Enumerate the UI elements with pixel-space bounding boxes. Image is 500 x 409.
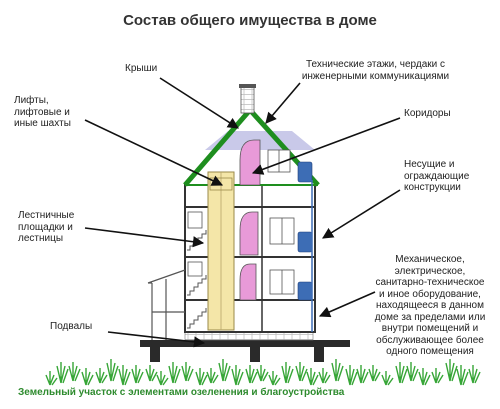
grass-tuft: [295, 362, 308, 382]
grass-tuft: [231, 365, 244, 386]
label-roof: Крыши: [125, 63, 158, 74]
grass-tuft: [45, 371, 58, 386]
grass-tuft: [306, 368, 319, 386]
windows: [187, 149, 295, 295]
grass-tuft: [268, 371, 281, 386]
doors: [239, 139, 261, 301]
porch: [147, 269, 186, 340]
grass-tuft: [245, 365, 258, 384]
grass-tuft: [445, 359, 458, 382]
grass-tuft: [81, 368, 94, 386]
grass-tuft: [95, 368, 108, 384]
grass-landscaping: [45, 359, 481, 386]
callout-arrows: [84, 77, 401, 348]
grass-tuft: [131, 365, 144, 384]
grass-tuft: [206, 368, 219, 384]
grass-tuft: [406, 362, 419, 382]
label-lifts: Лифты, лифтовые и иные шахты: [14, 95, 71, 129]
grass-tuft: [168, 362, 181, 384]
grass-tuft: [118, 365, 131, 386]
diagram-title: Состав общего имущества в доме: [123, 12, 377, 29]
chimney: [239, 84, 256, 114]
grass-tuft: [195, 368, 208, 386]
grass-tuft: [331, 359, 344, 382]
grass-tuft: [68, 362, 81, 382]
grass-tuft: [381, 371, 394, 386]
grass-tuft: [356, 365, 369, 384]
lift-shaft: [207, 171, 235, 331]
grass-tuft: [395, 362, 408, 384]
grass-tuft: [281, 362, 294, 384]
grass-tuft: [156, 371, 169, 386]
label-corridors: Коридоры: [404, 108, 451, 119]
grass-tuft: [56, 362, 69, 384]
footer-land-plot: Земельный участок с элементами озеленени…: [18, 387, 345, 398]
label-tech-floors: Технические этажи, чердаки с инженерными…: [301, 59, 450, 82]
grass-tuft: [181, 362, 194, 382]
label-equipment: Механическое, электрическое, санитарно-т…: [374, 254, 486, 357]
label-basements: Подвалы: [50, 321, 93, 332]
building-walls: [184, 184, 316, 333]
grass-tuft: [256, 365, 269, 382]
label-stairs: Лестничные площадки и лестницы: [18, 210, 75, 244]
grass-tuft: [431, 368, 444, 384]
grass-tuft: [368, 365, 381, 382]
grass-tuft: [468, 365, 481, 384]
grass-tuft: [218, 359, 231, 382]
grass-tuft: [418, 368, 431, 386]
grass-tuft: [145, 365, 158, 382]
foundation: [140, 331, 350, 362]
label-bearing-structures: Несущие и ограждающие конструкции: [404, 159, 470, 193]
grass-tuft: [106, 359, 119, 382]
grass-tuft: [318, 368, 331, 384]
grass-tuft: [345, 365, 358, 386]
grass-tuft: [456, 365, 469, 386]
radiators: [297, 161, 313, 301]
